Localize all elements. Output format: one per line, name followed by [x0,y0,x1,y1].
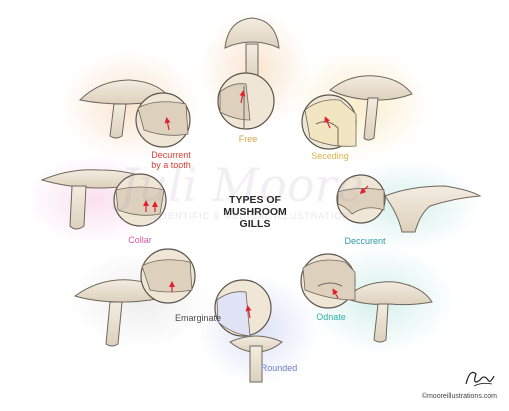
diagram-title: TYPES OF MUSHROOM GILLS [223,194,287,230]
mushroom-emarginate [73,248,196,347]
label-emarginate: Emarginate [174,313,222,323]
label-collar: Collar [128,235,152,245]
label-decurrent: Deccurent [344,236,386,246]
watermark-subtitle: SCIENTIFIC & MEDICAL ILLUSTRATION [150,211,351,221]
mushroom-decurrent [336,174,482,233]
mushroom-decurrent-by-a-tooth [78,79,191,148]
mushroom-free [217,17,280,130]
mushroom-collar [40,169,167,230]
label-decurrent-by-a-tooth: Decurrent by a tooth [151,150,191,170]
mushroom-rounded [214,279,283,383]
label-seceding: Seceding [311,151,349,161]
label-odnate: Odnate [316,312,346,322]
credit-text: ©mooreillustrations.com [421,393,497,400]
signature-icon [465,371,495,387]
mushroom-odnate [300,253,433,343]
label-rounded: Rounded [260,363,298,373]
label-free: Free [238,134,258,144]
watermark-name: Juli Moore [120,158,364,212]
mushroom-seceding [301,75,413,150]
